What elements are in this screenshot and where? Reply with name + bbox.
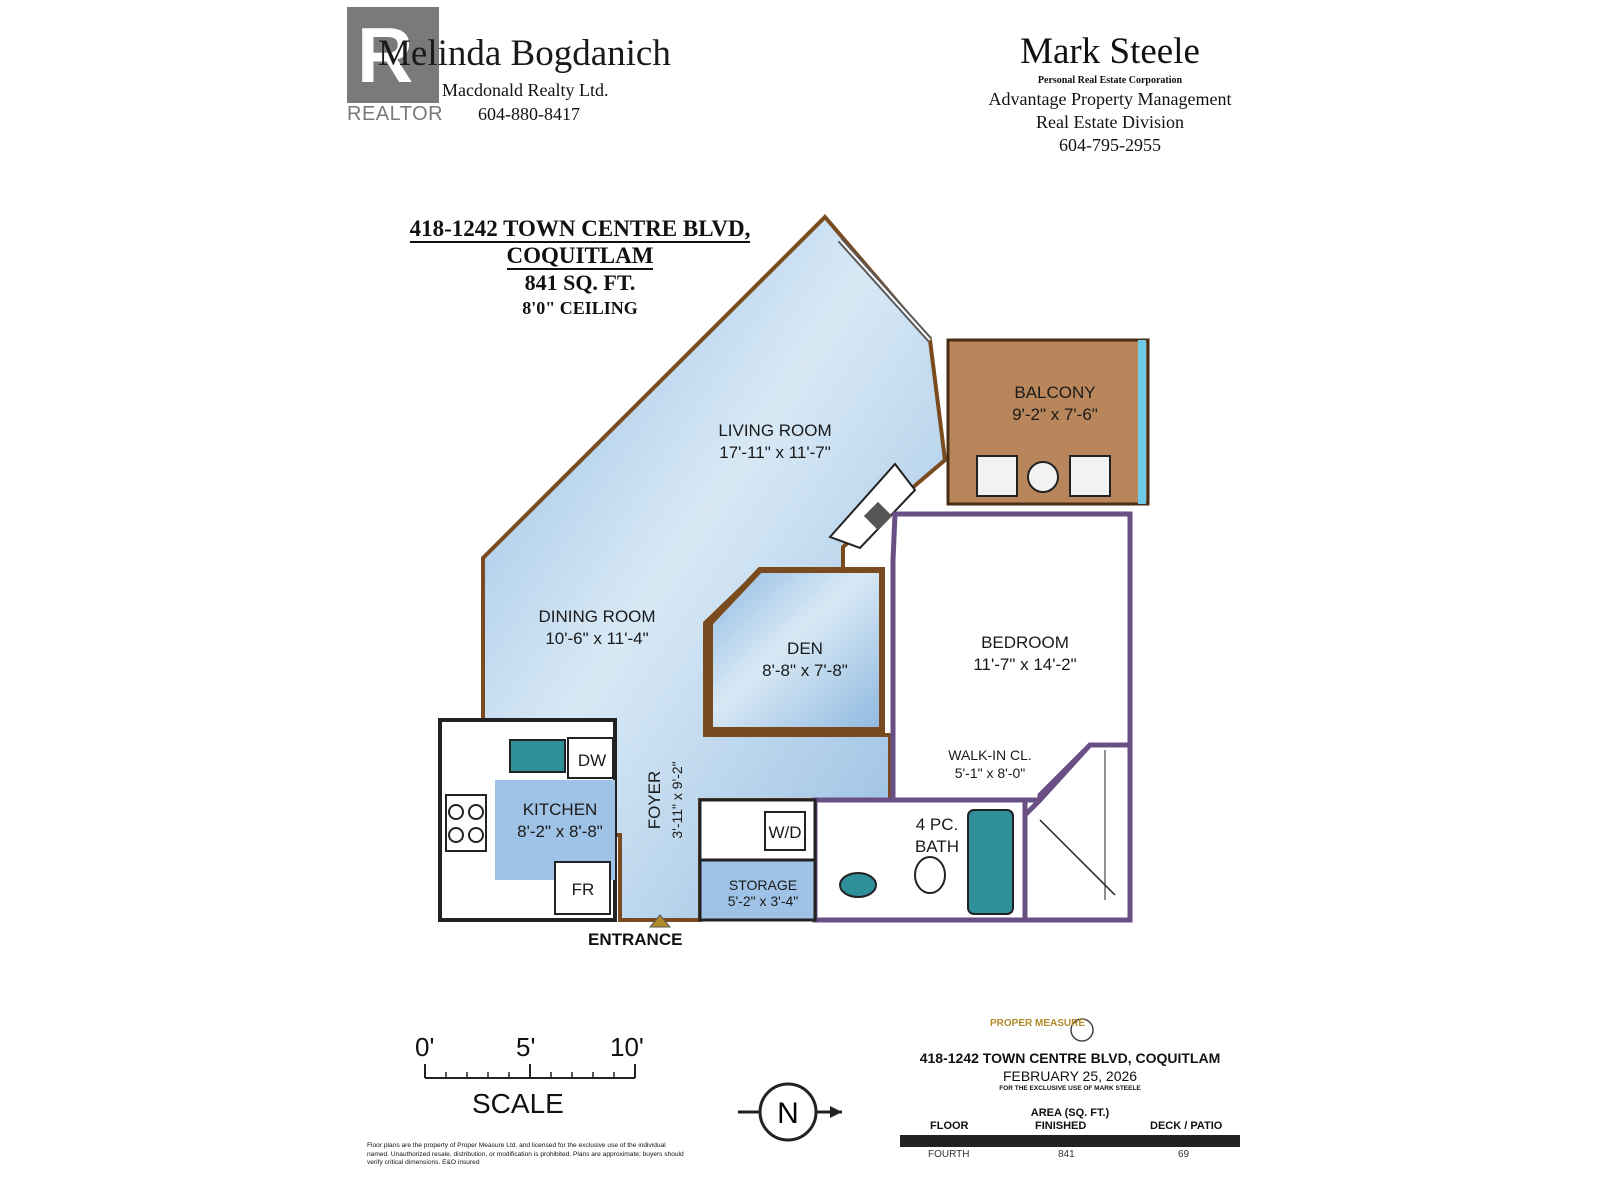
agent2-phone: 604-795-2955 bbox=[1059, 135, 1161, 155]
agent2-name: Mark Steele bbox=[1020, 31, 1200, 72]
toilet bbox=[914, 856, 946, 894]
north-arrow-icon: N bbox=[738, 1082, 842, 1142]
dining-room-name: DINING ROOM bbox=[538, 607, 655, 626]
agent1-company: Macdonald Realty Ltd. bbox=[442, 80, 609, 100]
kitchen-size: 8'-2" x 8'-8" bbox=[517, 822, 603, 841]
pm-note: FOR THE EXCLUSIVE USE OF MARK STEELE bbox=[999, 1085, 1141, 1092]
den-size: 8'-8" x 7'-8" bbox=[762, 661, 848, 680]
agent2-division: Real Estate Division bbox=[1036, 112, 1184, 132]
fridge-label: FR bbox=[572, 880, 595, 899]
washer-dryer-label: W/D bbox=[768, 823, 801, 842]
balcony-name: BALCONY bbox=[1014, 383, 1095, 402]
table-divider bbox=[900, 1135, 1240, 1147]
property-title: 418-1242 TOWN CENTRE BLVD, COQUITLAM 841… bbox=[385, 215, 775, 320]
cell-deck: 69 bbox=[1178, 1149, 1190, 1160]
cell-finished: 841 bbox=[1058, 1149, 1075, 1160]
entrance-label: ENTRANCE bbox=[588, 930, 683, 949]
kitchen-name: KITCHEN bbox=[523, 800, 598, 819]
walkin-name: WALK-IN CL. bbox=[948, 747, 1032, 763]
scale-tick-0: 0' bbox=[415, 1032, 435, 1062]
den-name: DEN bbox=[787, 639, 823, 658]
cell-floor: FOURTH bbox=[928, 1149, 970, 1160]
realtor-logo-text: REALTOR bbox=[347, 103, 444, 125]
pm-area-heading: AREA (SQ. FT.) bbox=[1030, 1107, 1110, 1119]
proper-measure-logo: PROPER MEASURE bbox=[990, 1012, 1150, 1046]
north-label: N bbox=[777, 1097, 799, 1130]
col-deck: DECK / PATIO bbox=[1150, 1120, 1223, 1132]
balcony-chair-left bbox=[976, 455, 1018, 497]
dishwasher-label: DW bbox=[578, 751, 606, 770]
foyer-name: FOYER bbox=[645, 771, 664, 830]
balcony-size: 9'-2" x 7'-6" bbox=[1012, 405, 1098, 424]
col-finished: FINISHED bbox=[1035, 1120, 1087, 1132]
bathtub bbox=[967, 809, 1014, 915]
bedroom-name: BEDROOM bbox=[981, 633, 1069, 652]
bath-name-2: BATH bbox=[915, 837, 959, 856]
bath-name-1: 4 PC. bbox=[916, 815, 959, 834]
balcony-chair-right bbox=[1069, 455, 1111, 497]
scale-label: SCALE bbox=[472, 1088, 564, 1119]
bedroom bbox=[890, 511, 1133, 803]
agent2-company: Advantage Property Management bbox=[988, 89, 1232, 109]
proper-measure-logo-name: PROPER MEASURE bbox=[990, 1018, 1086, 1029]
agent2-block: Mark Steele Personal Real Estate Corpora… bbox=[920, 30, 1300, 157]
dining-room-size: 10'-6" x 11'-4" bbox=[545, 629, 648, 648]
ceiling: 8'0" CEILING bbox=[522, 298, 638, 318]
realtor-logo: R bbox=[347, 7, 439, 103]
storage bbox=[698, 858, 817, 922]
kitchen-sink bbox=[509, 739, 566, 773]
den bbox=[707, 567, 885, 733]
living-room-size: 17'-11" x 11'-7" bbox=[719, 443, 831, 462]
pm-date: FEBRUARY 25, 2026 bbox=[1002, 1068, 1138, 1084]
agent2-corporation: Personal Real Estate Corporation bbox=[1037, 75, 1183, 86]
agent1-name: Melinda Bogdanich bbox=[378, 33, 671, 74]
disclaimer: Floor plans are the property of Proper M… bbox=[367, 1142, 684, 1167]
scale-tick-5: 5' bbox=[516, 1032, 536, 1062]
walkin-size: 5'-1" x 8'-0" bbox=[955, 765, 1026, 781]
area: 841 SQ. FT. bbox=[524, 270, 636, 295]
fireplace bbox=[828, 462, 917, 550]
scale-bar bbox=[424, 1064, 636, 1079]
stove bbox=[445, 794, 487, 852]
bedroom-size: 11'-7" x 14'-2" bbox=[973, 655, 1076, 674]
sink bbox=[839, 872, 877, 898]
living-room-name: LIVING ROOM bbox=[718, 421, 831, 440]
foyer-size: 3'-11" x 9'-2" bbox=[669, 761, 685, 838]
dishwasher-box bbox=[567, 737, 614, 779]
agent1-phone: 604-880-8417 bbox=[478, 104, 580, 124]
washer-dryer-box bbox=[764, 811, 806, 851]
balcony-table bbox=[1027, 461, 1059, 493]
address-line2: COQUITLAM bbox=[506, 243, 654, 270]
col-floor: FLOOR bbox=[930, 1120, 969, 1132]
scale-tick-10: 10' bbox=[610, 1032, 644, 1062]
entrance-marker bbox=[648, 914, 672, 928]
address-line1: 418-1242 TOWN CENTRE BLVD, bbox=[409, 216, 751, 243]
storage-name: STORAGE bbox=[729, 877, 797, 893]
realtor-logo-letter: R bbox=[357, 11, 414, 99]
pm-address: 418-1242 TOWN CENTRE BLVD, COQUITLAM bbox=[919, 1050, 1221, 1066]
storage-size: 5'-2" x 3'-4" bbox=[728, 893, 799, 909]
fridge-box bbox=[554, 861, 611, 915]
